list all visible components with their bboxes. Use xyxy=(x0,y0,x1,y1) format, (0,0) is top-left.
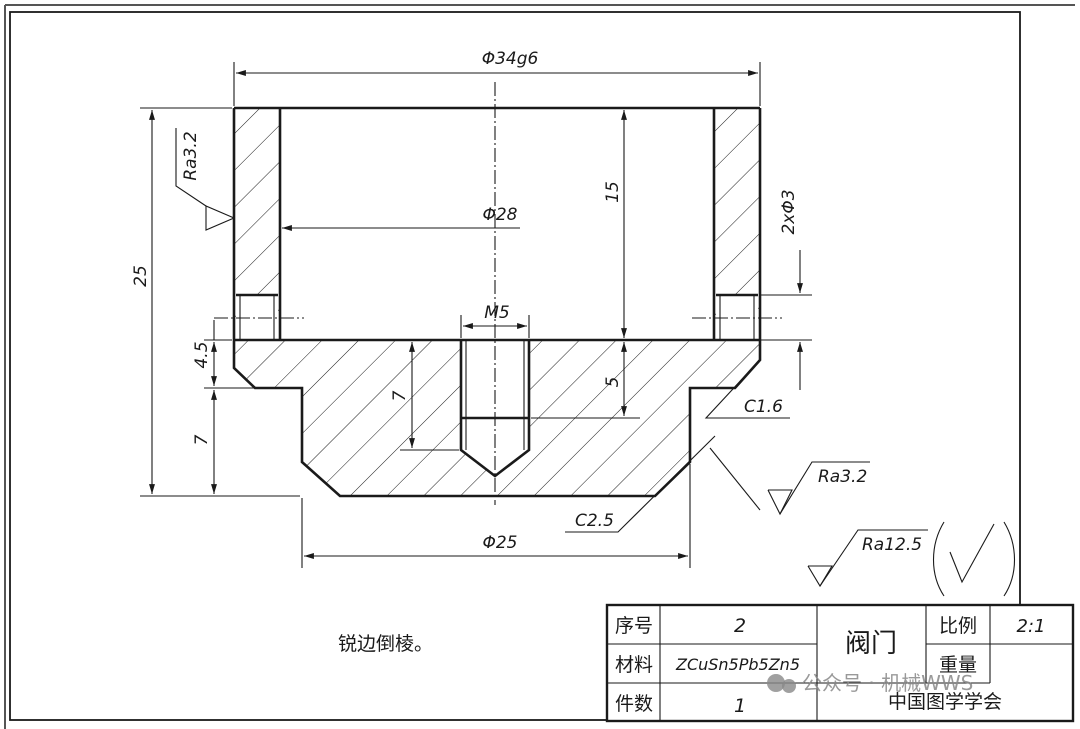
dim-chamfer-bottom: C2.5 xyxy=(575,511,614,531)
dimension-lines xyxy=(140,62,812,568)
roughness-left: Ra3.2 xyxy=(181,131,201,180)
label-weight: 重量 xyxy=(939,654,977,676)
label-material: 材料 xyxy=(615,654,653,676)
dim-inner-diameter: Φ28 xyxy=(482,205,517,225)
roughness-right: Ra3.2 xyxy=(818,467,867,487)
dim-thread: M5 xyxy=(484,303,509,323)
label-qty: 件数 xyxy=(615,693,653,715)
part-outline xyxy=(232,106,762,498)
sheet-border xyxy=(4,4,1075,729)
value-seq: 2 xyxy=(734,615,746,637)
organization: 中国图学学会 xyxy=(888,691,1002,713)
watermark: 公众号 · 机械WWS xyxy=(767,671,973,695)
dim-bore-depth: 15 xyxy=(603,181,623,203)
part-name: 阀门 xyxy=(845,629,897,659)
dim-base-diameter: Φ25 xyxy=(482,533,517,553)
value-material: ZCuSn5Pb5Zn5 xyxy=(675,655,800,674)
dim-outer-diameter: Φ34g6 xyxy=(482,49,539,69)
dim-base-height: 7 xyxy=(192,434,212,445)
watermark-text: 公众号 · 机械WWS xyxy=(802,671,973,695)
note-text: 锐边倒棱。 xyxy=(338,633,433,655)
label-seq: 序号 xyxy=(615,615,653,637)
dim-chamfer-top: C1.6 xyxy=(744,397,783,417)
section-hatching xyxy=(234,108,760,496)
dim-holes: 2xΦ3 xyxy=(779,189,799,234)
value-qty: 1 xyxy=(734,695,746,717)
roughness-symbols xyxy=(175,128,1016,597)
dim-overall-height: 25 xyxy=(131,265,151,287)
roughness-general: Ra12.5 xyxy=(862,535,922,555)
label-scale: 比例 xyxy=(939,615,977,637)
dim-flange-height: 4.5 xyxy=(192,341,212,368)
dimension-labels: Φ34g6 Φ28 15 25 4.5 7 M5 7 5 2xΦ3 C1.6 C… xyxy=(131,49,922,655)
value-scale: 2:1 xyxy=(1017,616,1046,637)
title-block: 序号 材料 件数 2 ZCuSn5Pb5Zn5 1 阀门 比例 重量 2:1 中… xyxy=(605,603,1075,723)
center-lines xyxy=(214,82,782,505)
dim-thread-bottom: 5 xyxy=(603,377,623,388)
dim-thread-depth: 7 xyxy=(390,390,410,401)
